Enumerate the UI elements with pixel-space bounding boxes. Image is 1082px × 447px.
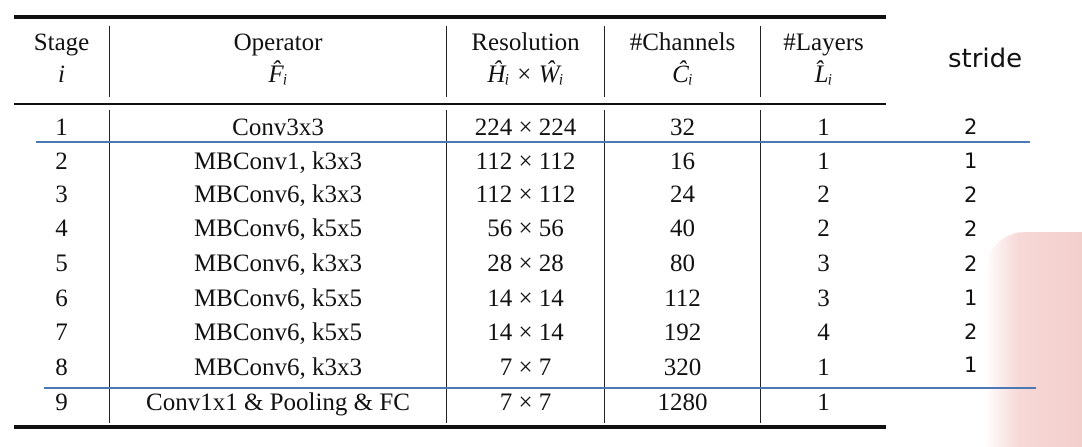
stride-value: 2 xyxy=(964,252,978,276)
cell-operator: MBConv1, k3x3 xyxy=(193,148,363,175)
cell-stage: 4 xyxy=(55,215,68,242)
stride-value: 2 xyxy=(964,217,978,241)
cell-layers: 1 xyxy=(817,148,830,175)
cell-stage: 9 xyxy=(55,389,68,416)
header-channels-symbol: Ĉᵢ xyxy=(672,61,693,88)
table-bottom-rule xyxy=(14,425,886,429)
column-divider xyxy=(446,26,447,97)
cell-channels: 112 xyxy=(664,285,701,312)
cell-resolution: 7 × 7 xyxy=(499,389,552,416)
header-channels: #Channels xyxy=(629,29,736,56)
header-stage-symbol: i xyxy=(58,61,65,88)
stride-value: 2 xyxy=(964,115,978,139)
cell-operator: MBConv6, k5x5 xyxy=(193,285,363,312)
stride-value: 2 xyxy=(964,320,978,344)
annotation-underline xyxy=(44,387,1036,389)
cell-stage: 7 xyxy=(55,319,68,346)
cell-operator: Conv3x3 xyxy=(232,114,324,141)
cell-resolution: 14 × 14 xyxy=(487,319,564,346)
cell-layers: 3 xyxy=(817,250,830,277)
cell-operator: MBConv6, k5x5 xyxy=(193,215,363,242)
cell-channels: 16 xyxy=(670,148,695,175)
column-divider xyxy=(604,26,605,97)
column-divider xyxy=(446,110,447,423)
background-pink-shape xyxy=(985,232,1082,447)
cell-operator: MBConv6, k3x3 xyxy=(193,354,363,381)
cell-stage: 8 xyxy=(55,354,68,381)
cell-layers: 3 xyxy=(817,285,830,312)
stride-value: 1 xyxy=(964,286,978,310)
cell-channels: 24 xyxy=(670,181,695,208)
column-divider xyxy=(760,26,761,97)
header-resolution: Resolution xyxy=(471,29,580,56)
header-layers-symbol: L̂ᵢ xyxy=(814,61,833,88)
cell-layers: 1 xyxy=(817,389,830,416)
column-divider xyxy=(604,110,605,423)
header-stage: Stage xyxy=(33,29,90,56)
column-divider xyxy=(760,110,761,423)
cell-stage: 2 xyxy=(55,148,68,175)
header-operator: Operator xyxy=(233,29,323,56)
stride-value: 1 xyxy=(964,149,978,173)
cell-resolution: 14 × 14 xyxy=(487,285,564,312)
stride-value: 1 xyxy=(964,353,978,377)
table-top-rule xyxy=(14,15,886,19)
cell-stage: 3 xyxy=(55,181,68,208)
cell-channels: 40 xyxy=(670,215,695,242)
cell-channels: 1280 xyxy=(657,389,708,416)
cell-layers: 1 xyxy=(817,114,830,141)
cell-stage: 5 xyxy=(55,250,68,277)
cell-operator: Conv1x1 & Pooling & FC xyxy=(146,389,410,416)
column-divider xyxy=(109,26,110,97)
header-resolution-symbol: Ĥᵢ × Ŵᵢ xyxy=(487,61,564,88)
cell-channels: 320 xyxy=(663,354,702,381)
header-layers: #Layers xyxy=(783,29,864,56)
cell-stage: 6 xyxy=(55,285,68,312)
cell-resolution: 224 × 224 xyxy=(474,114,577,141)
cell-operator: MBConv6, k5x5 xyxy=(193,319,363,346)
cell-operator: MBConv6, k3x3 xyxy=(193,250,363,277)
cell-channels: 192 xyxy=(663,319,702,346)
cell-stage: 1 xyxy=(55,114,68,141)
stride-header: stride xyxy=(948,44,1023,74)
cell-resolution: 56 × 56 xyxy=(487,215,564,242)
cell-channels: 80 xyxy=(670,250,695,277)
cell-channels: 32 xyxy=(670,114,695,141)
column-divider xyxy=(109,110,110,423)
cell-resolution: 112 × 112 xyxy=(475,148,576,175)
cell-layers: 4 xyxy=(817,319,830,346)
table-header-rule xyxy=(14,103,886,105)
cell-resolution: 28 × 28 xyxy=(487,250,564,277)
annotation-underline xyxy=(36,141,1030,143)
cell-operator: MBConv6, k3x3 xyxy=(193,181,363,208)
cell-layers: 2 xyxy=(817,215,830,242)
header-operator-symbol: F̂ᵢ xyxy=(268,61,288,88)
stride-value: 2 xyxy=(964,183,978,207)
cell-resolution: 7 × 7 xyxy=(499,354,552,381)
cell-layers: 2 xyxy=(817,181,830,208)
cell-layers: 1 xyxy=(817,354,830,381)
cell-resolution: 112 × 112 xyxy=(475,181,576,208)
